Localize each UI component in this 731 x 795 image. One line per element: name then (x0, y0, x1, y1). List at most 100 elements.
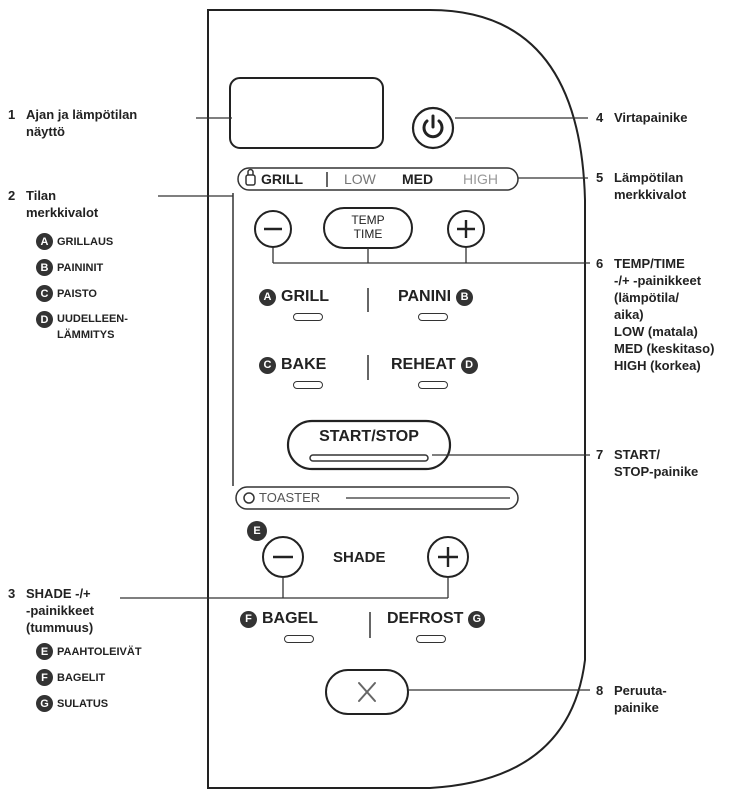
callout-5: 5 Lämpötilan merkkivalot (596, 169, 686, 203)
legend-d-text: UUDELLEEN- (57, 313, 128, 325)
temp-label: TEMP (351, 213, 385, 227)
power-icon (422, 114, 444, 139)
badge-c: C (36, 285, 53, 302)
legend-e-text: PAAHTOLEIVÄT (57, 645, 142, 658)
panini-led (418, 313, 448, 321)
mode-panini-label: PANINI (398, 288, 452, 305)
start-stop-led (309, 454, 429, 462)
strip-high-label: HIGH (463, 171, 498, 187)
badge-d: D (460, 356, 478, 374)
mode-reheat-label: REHEAT (391, 356, 456, 373)
lock-icon (245, 168, 256, 186)
callout-8-line2: painike (614, 700, 659, 715)
callout-7-line2: STOP-painike (614, 464, 699, 479)
shade-label: SHADE (333, 549, 386, 566)
legend-c-text: PAISTO (57, 287, 97, 300)
legend-g-text: SULATUS (57, 697, 109, 710)
mode-reheat: REHEAT D (391, 356, 478, 374)
mode-defrost: DEFROST G (387, 610, 486, 628)
mode-defrost-label: DEFROST (387, 610, 464, 627)
callout-1-line2: näyttö (26, 124, 65, 139)
callout-4-number: 4 (596, 110, 604, 125)
plus-icon (438, 547, 458, 567)
legend-d-text2: LÄMMITYS (57, 329, 115, 341)
mode-grill: A GRILL (259, 288, 329, 306)
legend-f: F BAGELIT (36, 669, 105, 686)
close-icon (358, 682, 376, 702)
callout-3: 3 SHADE -/+ -painikkeet (tummuus) (8, 585, 94, 636)
callout-7-line1: START/ (614, 447, 660, 462)
callout-3-number: 3 (8, 586, 16, 601)
time-temp-display (229, 77, 384, 149)
strip-grill-label: GRILL (261, 171, 303, 187)
badge-a: A (259, 288, 276, 306)
time-label: TIME (353, 227, 383, 241)
legend-b: B PAININIT (36, 259, 103, 276)
callout-7-number: 7 (596, 447, 604, 462)
defrost-led (416, 635, 446, 643)
badge-a: A (36, 233, 53, 250)
badge-b: B (456, 288, 474, 306)
legend-a-text: GRILLAUS (57, 235, 114, 248)
callout-5-number: 5 (596, 170, 604, 185)
reheat-led (418, 381, 448, 389)
callout-1-number: 1 (8, 107, 16, 122)
temp-time-label: TEMP TIME (324, 213, 412, 241)
callout-1-line1: Ajan ja lämpötilan (26, 107, 138, 122)
legend-b-text: PAININIT (57, 261, 104, 274)
badge-b: B (36, 259, 53, 276)
callout-3-line1: SHADE -/+ (26, 586, 91, 601)
toaster-label: TOASTER (259, 490, 321, 505)
callout-2-number: 2 (8, 188, 16, 203)
callout-5-line1: Lämpötilan (614, 170, 684, 185)
badge-c: C (259, 356, 276, 374)
badge-e: E (247, 521, 267, 541)
temperature-indicator-strip (237, 167, 519, 191)
callout-6-line-5: MED (keskitaso) (614, 341, 715, 356)
mode-bagel-label: BAGEL (262, 610, 318, 627)
legend-e: E PAAHTOLEIVÄT (36, 643, 142, 660)
legend-g: G SULATUS (36, 695, 108, 712)
legend-d: D UUDELLEEN- LÄMMITYS (36, 311, 128, 343)
plus-icon (457, 220, 475, 238)
badge-e: E (36, 643, 53, 660)
badge-d: D (36, 311, 53, 328)
callout-3-leader (120, 577, 449, 599)
callout-1: 1 Ajan ja lämpötilan näyttö (8, 106, 137, 140)
badge-g: G (36, 695, 53, 712)
mode-panini: PANINI B (398, 288, 474, 306)
callout-3-line2: -painikkeet (26, 603, 94, 618)
toaster-indicator-icon (243, 492, 255, 504)
badge-f: F (36, 669, 53, 686)
mode-bagel: F BAGEL (240, 610, 318, 628)
callout-6-line-4: LOW (matala) (614, 324, 698, 339)
callout-6-leader (272, 248, 590, 264)
mode-grill-label: GRILL (281, 288, 329, 305)
callout-6-line-0: TEMP/TIME (614, 256, 685, 271)
callout-4: 4 Virtapainike (596, 109, 687, 126)
bake-led (293, 381, 323, 389)
badge-g: G (468, 610, 486, 628)
callout-6-number: 6 (596, 256, 604, 271)
callout-6-line-6: HIGH (korkea) (614, 358, 701, 373)
callout-2-line1: Tilan (26, 188, 57, 203)
legend-a: A GRILLAUS (36, 233, 113, 250)
callout-6-line-2: (lämpötila/ (614, 290, 680, 305)
callout-7: 7 START/ STOP-painike (596, 446, 698, 480)
callout-4-line1: Virtapainike (614, 110, 688, 125)
legend-c: C PAISTO (36, 285, 97, 302)
callout-6-line-1: -/+ -painikkeet (614, 273, 702, 288)
callout-5-line2: merkkivalot (614, 187, 687, 202)
panel-outline (207, 9, 586, 789)
strip-low-label: LOW (344, 171, 376, 187)
callout-8-number: 8 (596, 683, 604, 698)
bagel-led (284, 635, 314, 643)
callout-3-line3: (tummuus) (26, 620, 94, 635)
start-stop-label: START/STOP (319, 428, 419, 445)
strip-med-label: MED (402, 171, 434, 187)
mode-bake-label: BAKE (281, 356, 327, 373)
